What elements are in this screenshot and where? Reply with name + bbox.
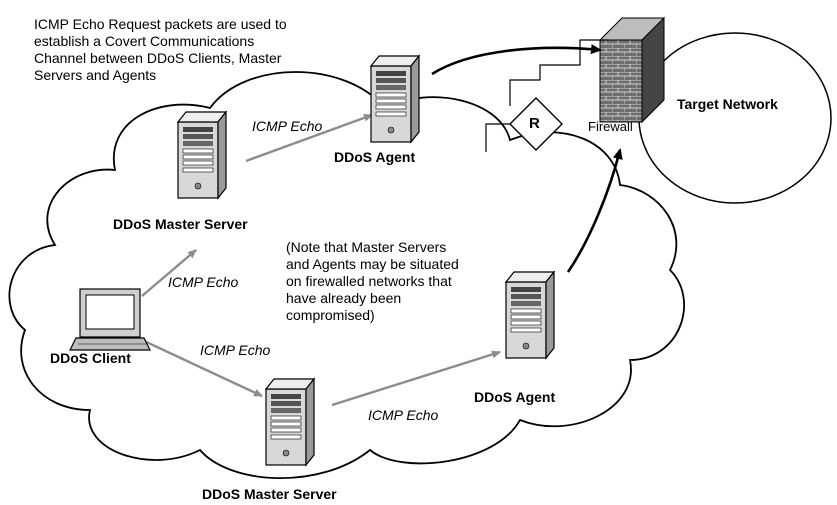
master-server-bottom-label: DDoS Master Server — [202, 486, 337, 502]
agent-bottom-icon — [505, 271, 555, 359]
client-label: DDoS Client — [50, 350, 131, 366]
router-icon — [509, 97, 563, 151]
edge-label-master-to-agent-top: ICMP Echo — [252, 118, 323, 134]
master-server-top-icon — [177, 111, 227, 199]
target-network-ellipse — [638, 32, 832, 204]
edge-label-client-to-master-top: ICMP Echo — [168, 274, 239, 290]
arrow-client-to-master-top — [141, 249, 197, 297]
arrow-master-to-agent-bottom — [331, 350, 501, 407]
client-computer-icon — [69, 288, 151, 351]
arrow-master-to-agent-top — [245, 113, 373, 163]
agent-top-label: DDoS Agent — [334, 149, 416, 165]
master-server-bottom-icon — [265, 378, 315, 466]
router-link-up — [509, 39, 608, 106]
master-server-top-label: DDoS Master Server — [113, 216, 248, 232]
firewall-icon — [598, 16, 666, 124]
agent-top-to-firewall-arrow — [431, 44, 602, 76]
edge-label-master-to-agent-bottom: ICMP Echo — [368, 407, 439, 423]
router-label: R — [529, 115, 540, 132]
target-network-label: Target Network — [677, 96, 778, 112]
agent-bottom-to-firewall-arrow — [566, 148, 623, 273]
note-text: (Note that Master Servers and Agents may… — [286, 239, 459, 323]
edge-label-client-to-master-bottom: ICMP Echo — [200, 342, 271, 358]
agent-top-icon — [370, 55, 420, 143]
intro-text: ICMP Echo Request packets are used to es… — [34, 16, 287, 83]
agent-bottom-label: DDoS Agent — [474, 389, 556, 405]
firewall-label: Firewall — [588, 119, 633, 134]
arrow-client-to-master-bottom — [141, 338, 263, 398]
